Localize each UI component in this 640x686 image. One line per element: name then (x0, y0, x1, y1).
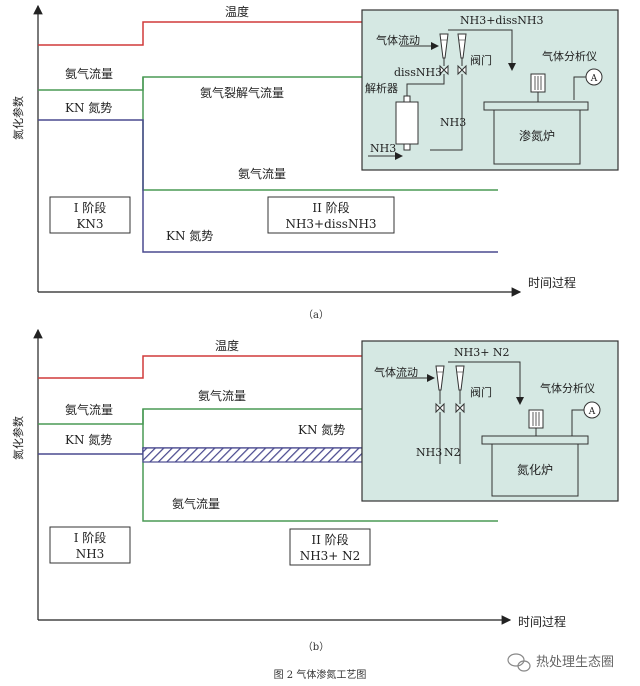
chart-b-stage2-flow-label: 氨气流量 (198, 388, 246, 403)
chart-a-x-axis-label: 时间过程 (528, 275, 576, 290)
chart-a-stage1-title: I 阶段 (74, 200, 107, 215)
chart-a-stage2-kn-label: KN 氮势 (166, 228, 213, 243)
chart-b-flowmeter-label: 气体流动 (374, 365, 418, 379)
chart-b-n2-inlet-label: N2 (444, 446, 461, 459)
chart-b-temperature-line (38, 355, 362, 379)
chart-a-analyzer-icon: A (573, 68, 603, 100)
chart-a-cracker-icon (395, 95, 419, 151)
chart-a-stage1-gas: KN3 (76, 217, 103, 231)
chart-b-mix-label: NH3+ N2 (454, 346, 510, 359)
chart-b-stage2-kn-label: KN 氮势 (298, 422, 345, 437)
chart-a-valve-icon (439, 64, 467, 76)
chart-a-stage2-flow-label: 氨气流量 (238, 166, 286, 181)
chart-a-kn-line (38, 119, 498, 253)
chart-a-stage1-box (49, 196, 131, 234)
chart-a-mix-label: NH3+dissNH3 (460, 14, 544, 27)
chart-b-stage1-gas: NH3 (76, 547, 105, 561)
chart-a-stage2-gas: NH3+dissNH3 (285, 217, 376, 231)
chart-a-stage1-kn-label: KN 氮势 (65, 100, 112, 115)
chart-b-analyzer-icon: A (571, 401, 601, 436)
chart-b-temperature-label: 温度 (215, 338, 239, 353)
chart-b-valve-label: 阀门 (470, 385, 492, 399)
figure-caption: 图 2 气体渗氮工艺图 (274, 668, 367, 681)
chart-a-stage2-cracked-flow-label: 氨气裂解气流量 (200, 85, 284, 100)
chart-a-dissnh3-label: dissNH3 (394, 66, 442, 79)
chart-b-stage2-box (289, 528, 371, 566)
chart-a-temperature-label: 温度 (225, 4, 249, 19)
chart-b-analyzer-label: 气体分析仪 (540, 381, 595, 395)
chart-a-temperature-line (38, 21, 362, 46)
chart-a-apparatus-panel: NH3+dissNH3 气体流动 阀门 dissNH3 NH3 (361, 9, 619, 171)
chart-b-flowmeter-icon (435, 365, 465, 391)
chart-b-furnace-icon (481, 409, 589, 497)
chart-b-stage1-flow-label: 氨气流量 (65, 402, 113, 417)
chart-b-y-axis-label: 氮化参数 (11, 416, 25, 460)
chart-a-stage1-flow-label: 氨气流量 (65, 66, 113, 81)
chart-a: 氮化参数 时间过程 温度 氨气流量 氨气裂解气流量 氨气流量 KN 氮势 KN … (11, 4, 619, 321)
wechat-icon (507, 653, 531, 672)
chart-a-cracker-label: 解析器 (365, 81, 398, 95)
chart-b: 氮化参数 时间过程 温度 氨气流量 氨气流量 氨气流量 KN 氮势 KN 氮势 … (11, 328, 619, 653)
chart-b-flow-line-stage2 (142, 409, 498, 522)
chart-a-analyzer-label: 气体分析仪 (542, 49, 597, 63)
chart-a-flowmeter-icon (439, 33, 467, 59)
chart-b-valve-icon (435, 402, 465, 414)
chart-b-kn-hatched-band (142, 447, 363, 463)
chart-a-flowmeter-label: 气体流动 (376, 33, 420, 47)
chart-a-y-axis-label: 氮化参数 (11, 96, 25, 140)
chart-b-sub-caption: （b） (303, 641, 329, 653)
chart-a-nh3-inlet-label: NH3 (370, 142, 396, 155)
chart-a-furnace-icon (483, 73, 589, 165)
chart-b-stage2-title: II 阶段 (311, 532, 348, 547)
chart-b-furnace-label: 氮化炉 (517, 462, 553, 477)
svg-text:A: A (588, 407, 596, 417)
chart-a-furnace-label: 渗氮炉 (519, 128, 555, 143)
chart-b-x-axis-label: 时间过程 (518, 614, 566, 629)
chart-b-stage2-flow-low-label: 氨气流量 (172, 496, 220, 511)
chart-b-stage1-kn-label: KN 氮势 (65, 432, 112, 447)
chart-b-stage1-title: I 阶段 (74, 530, 107, 545)
chart-b-stage2-gas: NH3+ N2 (300, 549, 361, 563)
chart-a-nh3-pipe-label: NH3 (440, 116, 466, 129)
chart-a-sub-caption: （a） (303, 309, 329, 321)
chart-b-stage1-box (49, 526, 131, 564)
chart-a-valve-label: 阀门 (470, 53, 492, 67)
chart-b-apparatus-panel: NH3+ N2 气体流动 阀门 NH3 N2 A (361, 340, 619, 502)
svg-text:A: A (590, 74, 598, 84)
chart-a-stage2-box (267, 196, 395, 234)
chart-a-stage2-title: II 阶段 (312, 200, 349, 215)
chart-b-nh3-inlet-label: NH3 (416, 446, 442, 459)
watermark: 热处理生态圈 (536, 655, 614, 670)
